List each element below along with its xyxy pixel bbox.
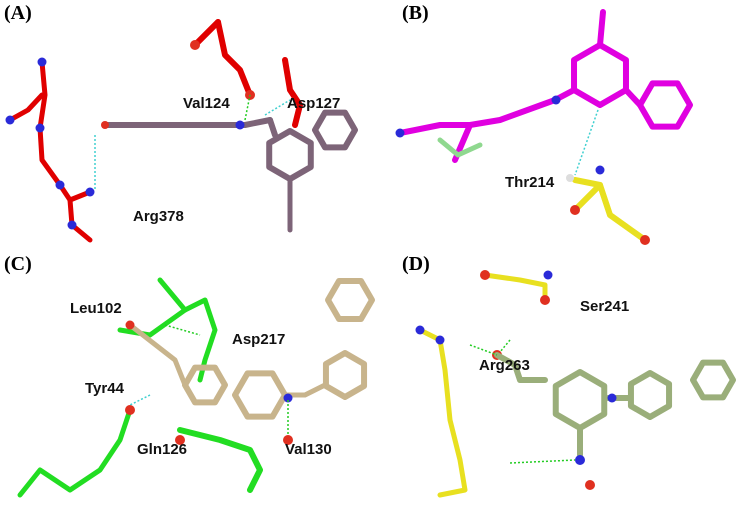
tyr44-chain (17, 407, 133, 498)
ligand-chain (127, 322, 188, 388)
nitrogen-atom (235, 120, 245, 130)
residue-label-thr214: Thr214 (505, 174, 555, 191)
fluorine-group (437, 137, 483, 158)
hbond-val124 (244, 94, 251, 121)
ligand-phenyl-ring (312, 109, 358, 151)
nitrogen-atom (595, 165, 605, 175)
nitrogen-atom (283, 393, 293, 403)
val124-branch (192, 19, 221, 48)
ligand-methyl (597, 9, 606, 48)
residue-label-val124: Val124 (183, 95, 230, 112)
ligand-pyrimidine-ring (322, 350, 368, 400)
nitrogen-atom (35, 123, 45, 133)
oxygen-atom (480, 270, 490, 280)
oxygen-atom (101, 121, 109, 129)
ligand-aryl (397, 122, 473, 136)
contact-thr214 (574, 109, 599, 176)
panel-label-a: (A) (4, 2, 32, 24)
ligand-phenyl-ring (325, 277, 375, 323)
oxygen-atom (570, 205, 580, 215)
ligand-linker (494, 352, 548, 383)
val124-chain (215, 19, 253, 98)
ligand-linker (102, 117, 273, 128)
oxygen-atom (585, 480, 595, 490)
ligand-ring (182, 364, 228, 406)
nitrogen-atom (435, 335, 445, 345)
residue-label-ser241: Ser241 (580, 298, 630, 315)
oxygen-atom (125, 405, 135, 415)
nitrogen-atom (67, 220, 77, 230)
nitrogen-atom (55, 180, 65, 190)
hbond-nitro (509, 459, 576, 464)
nitrogen-atom (37, 57, 47, 67)
thr214-chain (572, 177, 648, 243)
nitrogen-atom (607, 393, 617, 403)
residue-label-arg378: Arg378 (133, 208, 184, 225)
ligand-bond (267, 117, 278, 138)
nitrogen-atom (415, 325, 425, 335)
panel-label-b: (B) (402, 2, 429, 24)
nitrogen-atom (575, 455, 585, 465)
oxygen-atom (190, 40, 200, 50)
asp217-chain (157, 277, 218, 383)
nitrogen-atom (5, 115, 15, 125)
arg378-chain (37, 59, 93, 203)
arg263-chain (417, 327, 468, 498)
hbond-ser241 (499, 339, 511, 353)
oxygen-atom (125, 320, 135, 330)
residue-label-gln126: Gln126 (137, 441, 188, 458)
residue-label-arg263: Arg263 (479, 357, 530, 374)
hbond-leu102 (164, 324, 201, 336)
ligand-pyrimidine-ring (627, 370, 673, 420)
leu102-chain (117, 307, 188, 338)
hydrogen-atom (566, 174, 574, 182)
nitrogen-atom (543, 270, 553, 280)
gln126-val130-chain (177, 427, 263, 493)
asp127-chain (282, 57, 303, 128)
ligand-benzene-ring (552, 369, 608, 431)
residue-label-tyr44: Tyr44 (85, 380, 124, 397)
ser241-chain (482, 272, 548, 303)
arg378-side (7, 92, 45, 123)
arg378-guanidine (67, 197, 93, 243)
nitrogen-atom (85, 187, 95, 197)
panel-label-c: (C) (4, 253, 32, 275)
oxygen-atom (640, 235, 650, 245)
ligand-pyrimidine-ring (571, 42, 629, 108)
residue-label-asp217: Asp217 (232, 331, 286, 348)
residue-label-val130: Val130 (285, 441, 332, 458)
nitrogen-atom (395, 128, 405, 138)
ligand-ring-2 (232, 370, 288, 420)
thr214-branch (572, 182, 603, 213)
hbond-arg263 (469, 344, 498, 356)
oxygen-atom (540, 295, 550, 305)
contact-tyr44 (129, 394, 151, 406)
oxygen-atom (175, 435, 185, 445)
ligand-phenyl-ring (637, 80, 693, 130)
residue-label-asp127: Asp127 (287, 95, 341, 112)
ligand-linker (452, 87, 577, 163)
ligand-linker (282, 382, 328, 398)
panel-label-d: (D) (402, 253, 430, 275)
ligand-phenyl-ring (690, 359, 736, 401)
oxygen-atom (283, 435, 293, 445)
ligand-bond (623, 87, 643, 108)
residue-label-leu102: Leu102 (70, 300, 122, 317)
contact-asp127 (264, 99, 291, 116)
nitrogen-atom (551, 95, 561, 105)
ligand-pyrimidine-ring (266, 128, 314, 182)
